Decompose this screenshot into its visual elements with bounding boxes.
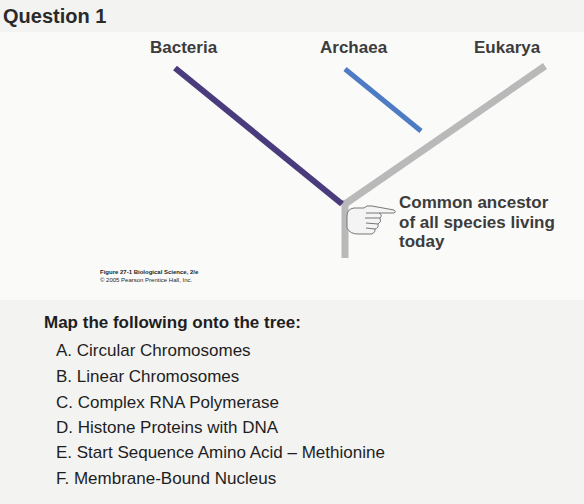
list-item: F. Membrane-Bound Nucleus bbox=[56, 469, 276, 489]
question-heading: Question 1 bbox=[3, 5, 106, 28]
list-item: D. Histone Proteins with DNA bbox=[56, 418, 278, 438]
figure-ground bbox=[0, 32, 584, 300]
bacteria-branch bbox=[175, 68, 342, 204]
domain-label: Archaea bbox=[320, 38, 387, 58]
eukarya-branch bbox=[345, 66, 545, 204]
list-item: E. Start Sequence Amino Acid – Methionin… bbox=[56, 443, 385, 463]
list-item: A. Circular Chromosomes bbox=[56, 341, 251, 361]
list-item: C. Complex RNA Polymerase bbox=[56, 393, 279, 413]
pointing-hand bbox=[347, 206, 396, 234]
list-item: B. Linear Chromosomes bbox=[56, 367, 239, 387]
copyright-note: © 2005 Pearson Prentice Hall, Inc. bbox=[100, 277, 192, 284]
instruction: Map the following onto the tree: bbox=[44, 313, 301, 333]
domain-label: Bacteria bbox=[150, 38, 217, 58]
domain-label: Eukarya bbox=[474, 38, 540, 58]
figure-credit: Figure 27-1 Biological Science, 2/e bbox=[100, 269, 198, 276]
archaea-branch bbox=[345, 69, 421, 131]
ancestor-label: Common ancestor of all species living to… bbox=[399, 193, 561, 252]
